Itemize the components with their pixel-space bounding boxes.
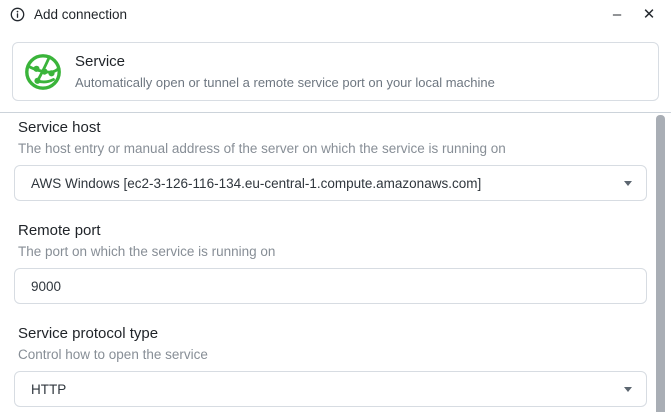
- minimize-button[interactable]: –: [601, 0, 633, 28]
- service-host-value: AWS Windows [ec2-3-126-116-134.eu-centra…: [31, 175, 482, 191]
- window-title: Add connection: [34, 6, 128, 22]
- service-host-description: The host entry or manual address of the …: [18, 141, 506, 156]
- service-protocol-description: Control how to open the service: [18, 347, 208, 362]
- service-protocol-dropdown[interactable]: HTTP: [14, 371, 647, 407]
- info-icon: [10, 7, 25, 21]
- section-service-host: Service host The host entry or manual ad…: [0, 118, 647, 201]
- network-service-icon: [25, 53, 61, 90]
- remote-port-field: [14, 268, 647, 304]
- service-card-text: Service Automatically open or tunnel a r…: [75, 52, 495, 92]
- section-remote-port: Remote port The port on which the servic…: [0, 221, 647, 304]
- remote-port-description: The port on which the service is running…: [18, 244, 276, 259]
- vertical-scrollbar-thumb[interactable]: [656, 115, 665, 412]
- titlebar: Add connection – ✕: [0, 0, 671, 28]
- chevron-down-icon: [624, 386, 632, 392]
- service-card: Service Automatically open or tunnel a r…: [12, 42, 659, 101]
- service-host-label: Service host: [18, 119, 101, 136]
- service-card-title: Service: [75, 52, 126, 70]
- service-host-dropdown[interactable]: AWS Windows [ec2-3-126-116-134.eu-centra…: [14, 165, 647, 201]
- close-button[interactable]: ✕: [633, 0, 665, 28]
- remote-port-input[interactable]: [31, 269, 632, 303]
- section-divider: [0, 112, 671, 113]
- service-protocol-value: HTTP: [31, 381, 67, 397]
- remote-port-label: Remote port: [18, 222, 101, 239]
- section-service-protocol: Service protocol type Control how to ope…: [0, 324, 647, 407]
- chevron-down-icon: [624, 180, 632, 186]
- service-card-description: Automatically open or tunnel a remote se…: [75, 74, 495, 90]
- service-protocol-label: Service protocol type: [18, 325, 159, 342]
